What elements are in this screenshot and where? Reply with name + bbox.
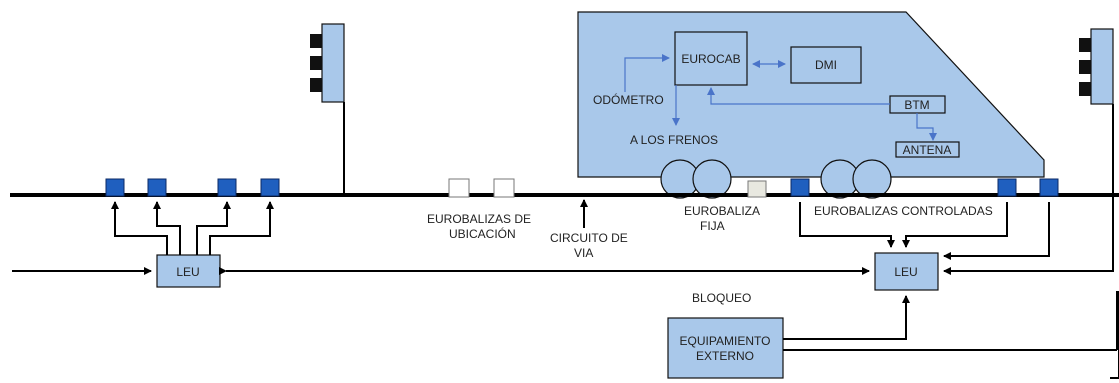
a-los-frenos-label: A LOS FRENOS	[630, 133, 718, 147]
equipamiento-label-2: EXTERNO	[696, 349, 754, 363]
antena-box	[895, 141, 960, 158]
odometro-label: ODÓMETRO	[593, 92, 664, 107]
arrow-equipamiento-leu	[783, 295, 910, 340]
dmi-label: DMI	[815, 58, 837, 72]
balises-ubicacion	[448, 178, 515, 198]
balise-fija	[747, 180, 767, 198]
dmi-box	[790, 46, 862, 84]
leu-right-label: LEU	[894, 265, 917, 279]
leu-left-label: LEU	[176, 265, 199, 279]
balises-right-controlled	[790, 178, 1059, 197]
eurobalizas-controladas-label: EUROBALIZAS CONTROLADAS	[814, 204, 993, 218]
leu-left-balise-wires	[111, 201, 274, 255]
bloqueo-label: BLOQUEO	[692, 291, 751, 305]
arrow-btm-eurocab	[707, 87, 890, 105]
arrow-btm-antena	[916, 113, 937, 141]
antena-label: ANTENA	[903, 143, 952, 157]
leu-right-balise-wires	[799, 202, 1050, 260]
eurocab-box	[674, 31, 748, 86]
signal-left	[310, 23, 345, 195]
eurobalizas-ubicacion-label-2: UBICACIÓN	[449, 226, 516, 241]
eurocab-label: EUROCAB	[681, 52, 740, 66]
btm-label: BTM	[904, 98, 929, 112]
train-wheels	[660, 159, 892, 199]
eurobaliza-fija-label-2: FIJA	[700, 219, 725, 233]
circuito-de-via-label-2: VIA	[574, 246, 593, 260]
eurobalizas-ubicacion-label-1: EUROBALIZAS DE	[427, 212, 531, 226]
balises-left-controlled	[105, 178, 280, 197]
leu-right-box	[874, 252, 939, 291]
signal-right	[1079, 28, 1114, 195]
equipamiento-externo-box	[667, 317, 784, 379]
arrow-signal-leu-right	[943, 195, 1114, 275]
equipamiento-label-1: EQUIPAMIENTO	[680, 334, 771, 348]
eurobaliza-fija-label-1: EUROBALIZA	[684, 204, 760, 218]
arrow-odometro-eurocab	[624, 54, 670, 92]
arrow-external-leu-right	[1110, 291, 1119, 379]
circuito-de-via-label-1: CIRCUITO DE	[550, 231, 628, 245]
